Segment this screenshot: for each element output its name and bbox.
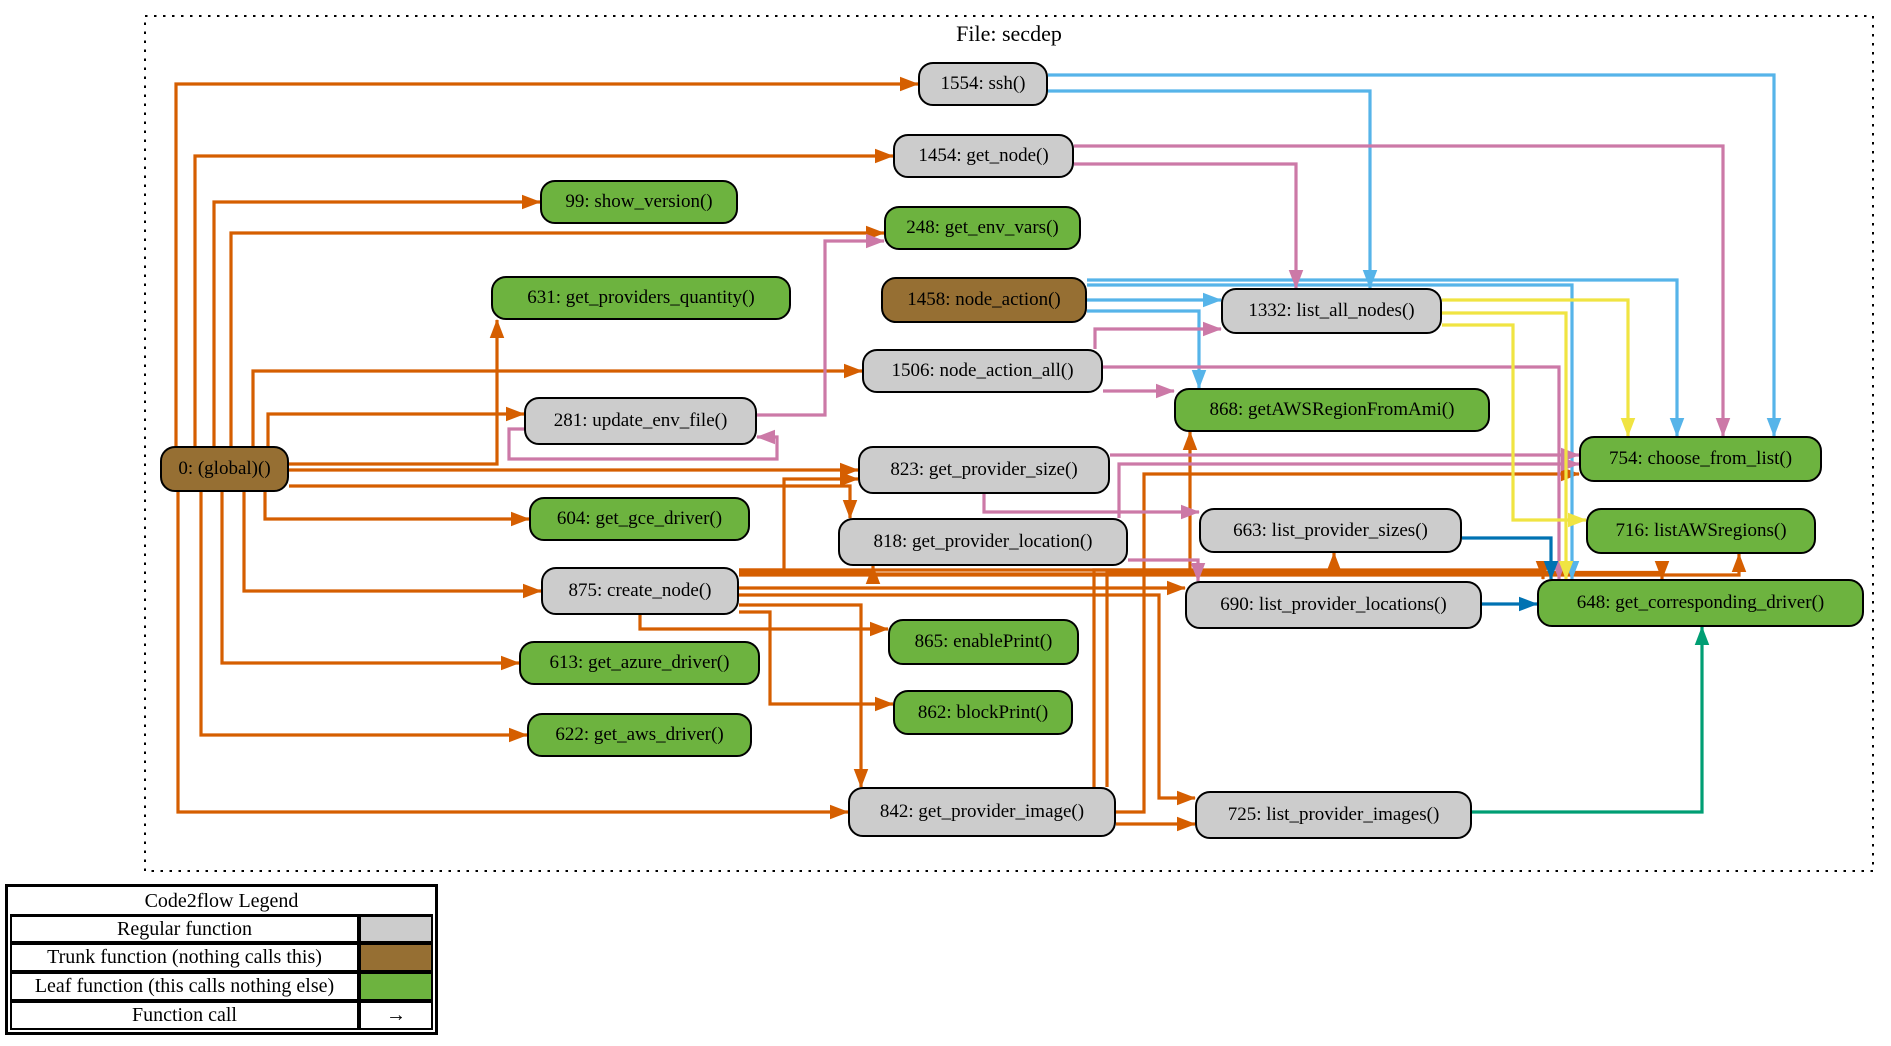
edge-n842-n648 [1105,560,1670,787]
edge-n1554-n1332 [1048,89,1378,289]
legend-arrow-symbol: → [359,1001,433,1030]
node-604-get-gce-driver: 604: get_gce_driver() [529,497,750,541]
edge-n1458-n868 [1087,309,1207,389]
legend-row-2: Leaf function (this calls nothing else) [10,972,433,1002]
edge-n281-n281 [507,427,779,461]
legend-row-0: Regular function [10,914,433,944]
legend-swatch-trunk [359,943,433,973]
legend-row-label: Regular function [10,914,359,944]
edge-n818-n690 [1128,558,1206,582]
node-690-list-provider-locations: 690: list_provider_locations() [1185,581,1482,629]
legend-swatch-regular [359,914,433,944]
edge-n875-n842 [739,603,869,788]
edge-n1554-n754 [1048,73,1782,437]
edge-n0-n604 [263,492,530,527]
edge-n875-n862 [739,610,894,712]
file-cluster-title: File: secdep [956,21,1062,46]
edge-n875-n865 [638,613,889,637]
node-875-create-node: 875: create_node() [541,567,739,615]
node-1506-node-action-all: 1506: node_action_all() [862,349,1103,393]
node-99-show-version: 99: show_version() [540,180,738,224]
edge-n0-n613 [220,492,520,671]
edge-n0-n1454 [193,148,894,446]
edge-n1458-n648 [1087,283,1580,580]
edge-n281-n248 [757,233,885,417]
edge-n1458-n754 [1087,278,1685,437]
node-0-global: 0: (global)() [160,446,289,492]
node-1458-node-action: 1458: node_action() [881,277,1087,323]
legend-row-3: Function call→ [10,1001,433,1030]
node-865-enableprint: 865: enablePrint() [888,619,1079,665]
node-622-get-aws-driver: 622: get_aws_driver() [527,713,752,757]
edge-n875-n725 [739,593,1196,806]
edge-n875-n818 [739,565,881,585]
edge-n818-n754 [1117,456,1580,518]
edge-n1332-n754 [1442,298,1636,437]
edge-n823-n663 [982,494,1200,520]
edge-n1506-n1332 [1093,321,1222,349]
edge-n0-n842 [176,492,849,820]
edge-n1454-n754 [1074,144,1731,437]
node-725-list-provider-images: 725: list_provider_images() [1195,791,1472,839]
node-716-listawsregions: 716: listAWSregions() [1586,508,1816,554]
node-613-get-azure-driver: 613: get_azure_driver() [519,641,760,685]
edge-n663-n648 [1462,536,1559,580]
edge-n0-n631 [289,319,505,466]
node-663-list-provider-sizes: 663: list_provider_sizes() [1199,508,1462,553]
node-818-get-provider-location: 818: get_provider_location() [838,518,1128,566]
node-823-get-provider-size: 823: get_provider_size() [858,446,1110,494]
edge-n0-n622 [199,492,528,743]
legend-row-1: Trunk function (nothing calls this) [10,943,433,973]
edge-n0-n281 [266,406,525,446]
node-868-getawsregionfromami: 868: getAWSRegionFromAmi() [1174,388,1490,432]
edge-n0-n875 [242,492,542,599]
edge-n0-n1554 [174,76,919,446]
node-862-blockprint: 862: blockPrint() [893,690,1073,735]
node-1332-list-all-nodes: 1332: list_all_nodes() [1221,288,1442,334]
node-281-update-env-file: 281: update_env_file() [524,397,757,445]
legend-title: Code2flow Legend [10,889,433,915]
legend-row-label: Trunk function (nothing calls this) [10,943,359,973]
node-1454-get-node: 1454: get_node() [893,134,1074,178]
legend-row-label: Function call [10,1001,359,1030]
node-842-get-provider-image: 842: get_provider_image() [848,787,1116,837]
legend-swatch-leaf [359,972,433,1002]
legend-header-row: Code2flow Legend [10,889,433,915]
node-631-get-providers-quantity: 631: get_providers_quantity() [491,276,791,320]
edge-n842-n754 [1116,466,1580,814]
edge-n0-n248 [229,225,885,446]
edge-n875-n716 [739,553,1747,577]
node-754-choose-from-list: 754: choose_from_list() [1579,436,1822,482]
edge-n1332-n716 [1442,323,1587,528]
edge-n725-n648 [1472,626,1710,814]
edge-n1454-n1332 [1074,162,1304,289]
file-cluster-border [144,15,1874,872]
node-1554-ssh: 1554: ssh() [918,62,1048,106]
node-648-get-corresponding-driver: 648: get_corresponding_driver() [1537,579,1864,627]
node-248-get-env-vars: 248: get_env_vars() [884,206,1081,250]
edge-n0-n1506 [251,363,863,446]
edge-n1332-n648 [1442,311,1574,580]
legend-row-label: Leaf function (this calls nothing else) [10,972,359,1002]
edge-n842-n868 [1092,431,1198,787]
edge-n1506-n648 [1103,365,1567,580]
edge-n0-n99 [212,194,541,446]
